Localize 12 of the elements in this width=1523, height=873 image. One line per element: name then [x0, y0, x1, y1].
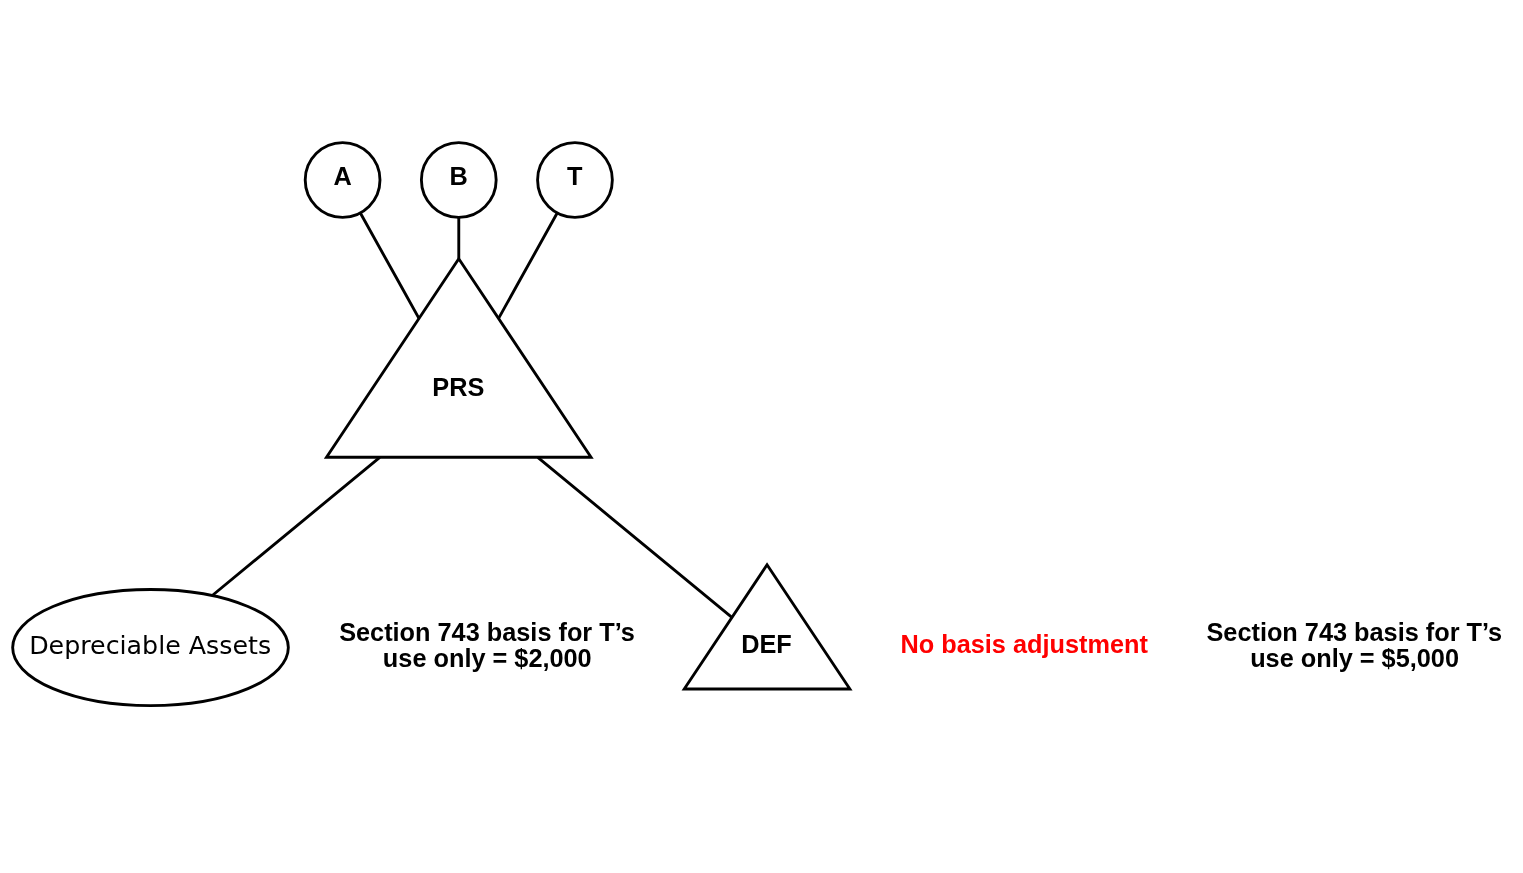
node-circle: A: [303, 141, 382, 219]
node-ellipse: Depreciable Assets: [11, 588, 290, 708]
node-circle: B: [419, 141, 498, 219]
node-circle: T: [536, 141, 614, 219]
node-label: No basis adjustment: [900, 629, 1148, 658]
connector: [497, 212, 559, 320]
connector: [211, 456, 381, 597]
node-label: Section 743 basis for T’s use only = $2,000: [339, 618, 635, 672]
connector: [359, 212, 421, 320]
label: Section 743 basis for T’s use only = $5,000: [1206, 618, 1503, 672]
connector: [457, 217, 461, 259]
connector: [536, 456, 733, 619]
